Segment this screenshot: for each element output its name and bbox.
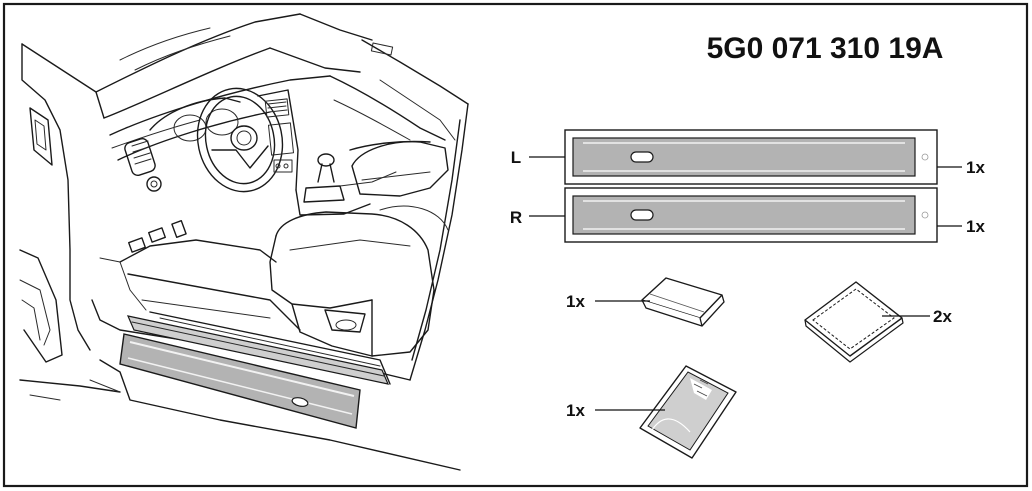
steering-wheel: [196, 87, 284, 193]
squeegee-qty: 1x: [566, 292, 585, 311]
squeegee-icon: [641, 277, 725, 327]
strip-qty-right: 1x: [966, 217, 985, 236]
sill-strip-right: [564, 187, 938, 243]
part-number: 5G0 071 310 19A: [707, 32, 944, 65]
cleaning-cloth-pack-qty: 1x: [566, 401, 585, 420]
installed-sill-strip: [119, 315, 390, 429]
gear-shifter: [303, 153, 345, 203]
open-door: [19, 43, 121, 401]
wipe-pack-icon: [804, 281, 904, 363]
wipe-pack-qty: 2x: [933, 307, 952, 326]
strip-logo-slot: [630, 209, 654, 221]
car-interior-illustration: [19, 13, 469, 471]
strip-side-label-right: R: [510, 208, 522, 227]
strip-qty-left: 1x: [966, 158, 985, 177]
strip-side-label-left: L: [511, 148, 521, 167]
sill-strip-left: [564, 129, 938, 185]
left-air-vent: [124, 137, 156, 177]
cleaning-cloth-pack-icon: [639, 365, 737, 459]
strip-logo-slot: [630, 151, 654, 163]
